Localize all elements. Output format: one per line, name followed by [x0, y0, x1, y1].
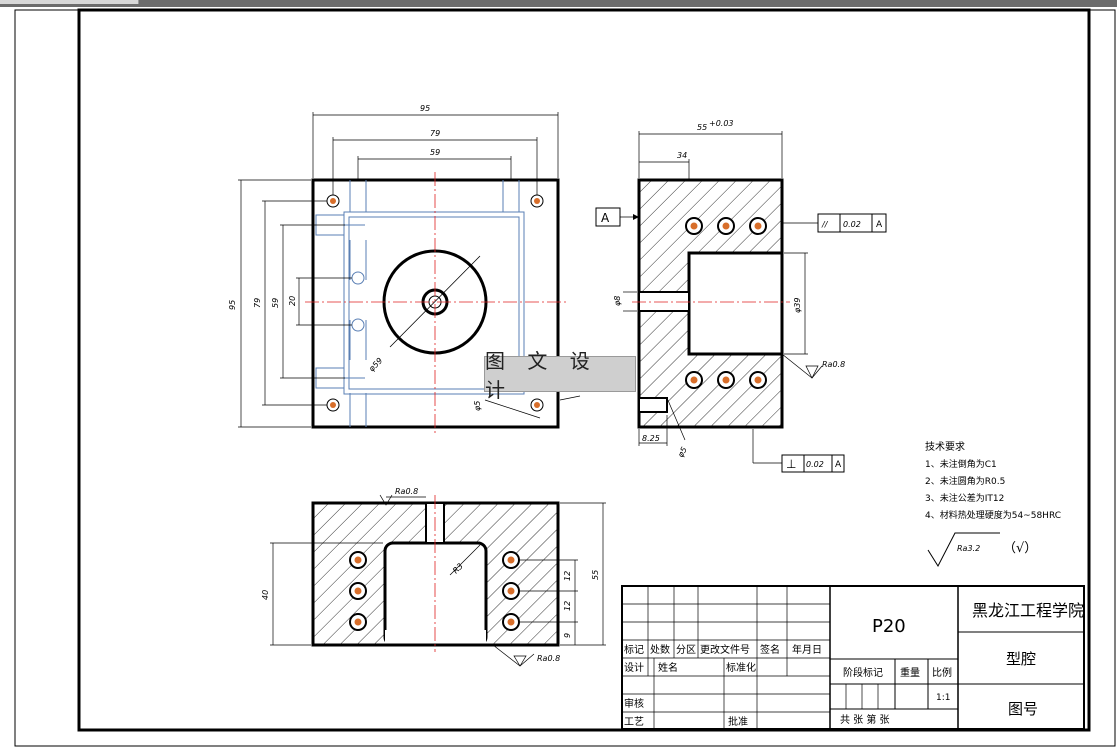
- note-line-3: 3、未注公差为IT12: [925, 492, 1004, 504]
- part-name: 型腔: [1006, 650, 1036, 668]
- drawing-number-label: 图号: [1008, 700, 1038, 718]
- dim-95-width: 95: [420, 104, 430, 113]
- dim-phi5-side: φ5: [676, 446, 689, 459]
- dim-40: 40: [261, 590, 270, 600]
- school-name: 黑龙江工程学院: [972, 601, 1084, 620]
- gdt-parallelism: // 0.02 A: [817, 213, 887, 233]
- drawing-code: P20: [872, 616, 906, 637]
- design-label: 设计: [624, 661, 644, 674]
- dim-55-bottom: 55: [591, 570, 600, 580]
- title-block: [621, 585, 1085, 730]
- hdr-zone: 分区: [676, 644, 696, 656]
- datum-label: A: [601, 211, 610, 225]
- dim-phi8: φ8: [613, 296, 622, 306]
- dim-9: 9: [563, 633, 572, 638]
- note-line-4: 4、材料热处理硬度为54~58HRC: [925, 509, 1061, 521]
- dim-59-width: 59: [430, 148, 440, 157]
- dim-phi39: φ39: [793, 298, 802, 313]
- svg-text:A: A: [835, 460, 842, 470]
- note-line-1: 1、未注倒角为C1: [925, 458, 997, 470]
- roughness-side: Ra0.8: [822, 360, 845, 369]
- note-line-2: 2、未注圆角为R0.5: [925, 475, 1005, 487]
- inner-frame: [77, 8, 1091, 732]
- svg-text://: //: [821, 220, 829, 229]
- roughness-symbol: [927, 532, 1000, 568]
- hdr-sign: 签名: [760, 643, 780, 656]
- bottom-view: Ra0.8 Ra0.8 40 55 12 12 9 R3: [261, 487, 606, 667]
- roughness-other: （√）: [1003, 541, 1037, 556]
- gdt-perpendicularity: ⊥ 0.02 A: [781, 454, 845, 473]
- roughness-bottom-top: Ra0.8: [395, 487, 418, 496]
- dim-12-a: 12: [563, 571, 572, 581]
- scale-label: 比例: [932, 666, 952, 679]
- window-top-bar: [0, 0, 1117, 7]
- svg-text:0.02: 0.02: [843, 220, 861, 229]
- dim-8-25: 8.25: [642, 434, 660, 443]
- hdr-change-doc: 更改文件号: [700, 643, 750, 656]
- watermark: 图 文 设 计: [484, 349, 636, 402]
- side-view: A // 0.02 A ⊥ 0.02 A 55 +0.03 34 φ8 φ39 …: [595, 119, 887, 473]
- hdr-mark: 标记: [624, 644, 644, 656]
- dim-55-side: 55: [697, 123, 707, 132]
- dim-12-b: 12: [563, 601, 572, 611]
- hdr-count: 处数: [650, 643, 670, 656]
- process-label: 工艺: [624, 716, 644, 728]
- roughness-general: Ra3.2: [957, 544, 980, 553]
- dim-59-height: 59: [271, 298, 280, 308]
- weight-label: 重量: [900, 666, 920, 679]
- review-label: 审核: [624, 697, 644, 710]
- window-tab[interactable]: [0, 0, 139, 4]
- approve-label: 批准: [728, 715, 748, 728]
- roughness-bottom-low: Ra0.8: [537, 654, 560, 663]
- svg-text:⊥: ⊥: [786, 457, 796, 471]
- dim-79-height: 79: [253, 298, 262, 308]
- svg-text:0.02: 0.02: [806, 460, 824, 469]
- stage-label: 阶段标记: [843, 666, 883, 679]
- dim-55-tol: +0.03: [709, 119, 734, 128]
- sheets-label: 共 张 第 张: [840, 713, 890, 726]
- scale-value: 1:1: [936, 693, 950, 703]
- dim-34-side: 34: [677, 151, 687, 160]
- notes-title: 技术要求: [925, 440, 965, 453]
- title-block-text: P20 黑龙江工程学院 型腔 图号 阶段标记 重量 比例 1:1 共 张 第 张…: [624, 601, 1084, 728]
- dim-phi5-front: φ5: [473, 401, 482, 411]
- dim-79-width: 79: [430, 129, 440, 138]
- dim-20-height: 20: [288, 296, 297, 306]
- hdr-date: 年月日: [792, 643, 822, 656]
- technical-notes: 技术要求 1、未注倒角为C1 2、未注圆角为R0.5 3、未注公差为IT12 4…: [925, 440, 1061, 568]
- dim-95-height: 95: [228, 300, 237, 310]
- standard-label: 标准化: [726, 661, 756, 674]
- name-label: 姓名: [658, 661, 678, 674]
- svg-text:A: A: [876, 220, 883, 230]
